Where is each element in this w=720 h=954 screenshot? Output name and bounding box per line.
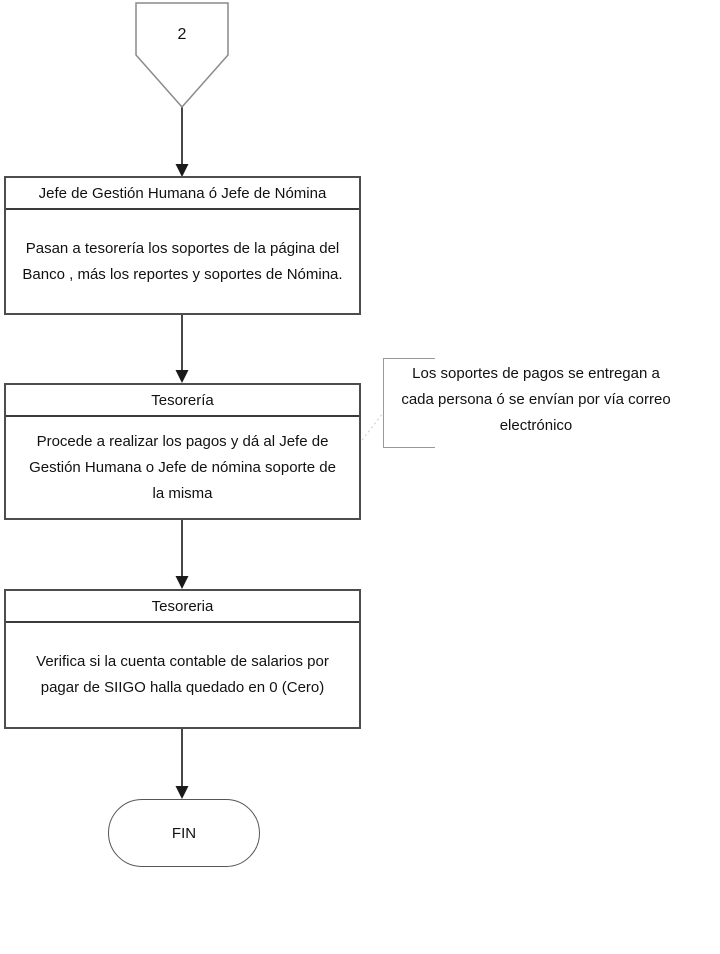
process-header: Tesoreria <box>6 591 359 623</box>
process-body: Procede a realizar los pagos y dá al Jef… <box>29 432 336 502</box>
arrow-connector-to-step1 <box>175 106 189 177</box>
offpage-connector: 2 <box>135 2 229 108</box>
process-box-tesoreria-pagos: Tesorería Procede a realizar los pagos y… <box>4 383 361 520</box>
annotation-bracket <box>383 358 435 448</box>
pentagon-shape-icon <box>135 2 229 108</box>
process-body: Pasan a tesorería los soportes de la pág… <box>22 239 343 283</box>
terminator-fin: FIN <box>108 799 260 867</box>
arrow-step2-to-step3 <box>175 520 189 589</box>
process-header: Tesorería <box>6 385 359 417</box>
process-box-jefe-gestion-humana: Jefe de Gestión Humana ó Jefe de Nómina … <box>4 176 361 315</box>
process-body: Verifica si la cuenta contable de salari… <box>36 653 329 696</box>
arrow-step1-to-step2 <box>175 315 189 383</box>
annotation-note: Los soportes de pagos se entregan a cada… <box>401 365 671 434</box>
arrow-step3-to-fin <box>175 729 189 799</box>
offpage-connector-label: 2 <box>177 26 187 43</box>
process-box-tesoreria-verifica: Tesoreria Verifica si la cuenta contable… <box>4 589 361 729</box>
terminator-label: FIN <box>171 824 197 842</box>
process-header: Jefe de Gestión Humana ó Jefe de Nómina <box>6 178 359 210</box>
